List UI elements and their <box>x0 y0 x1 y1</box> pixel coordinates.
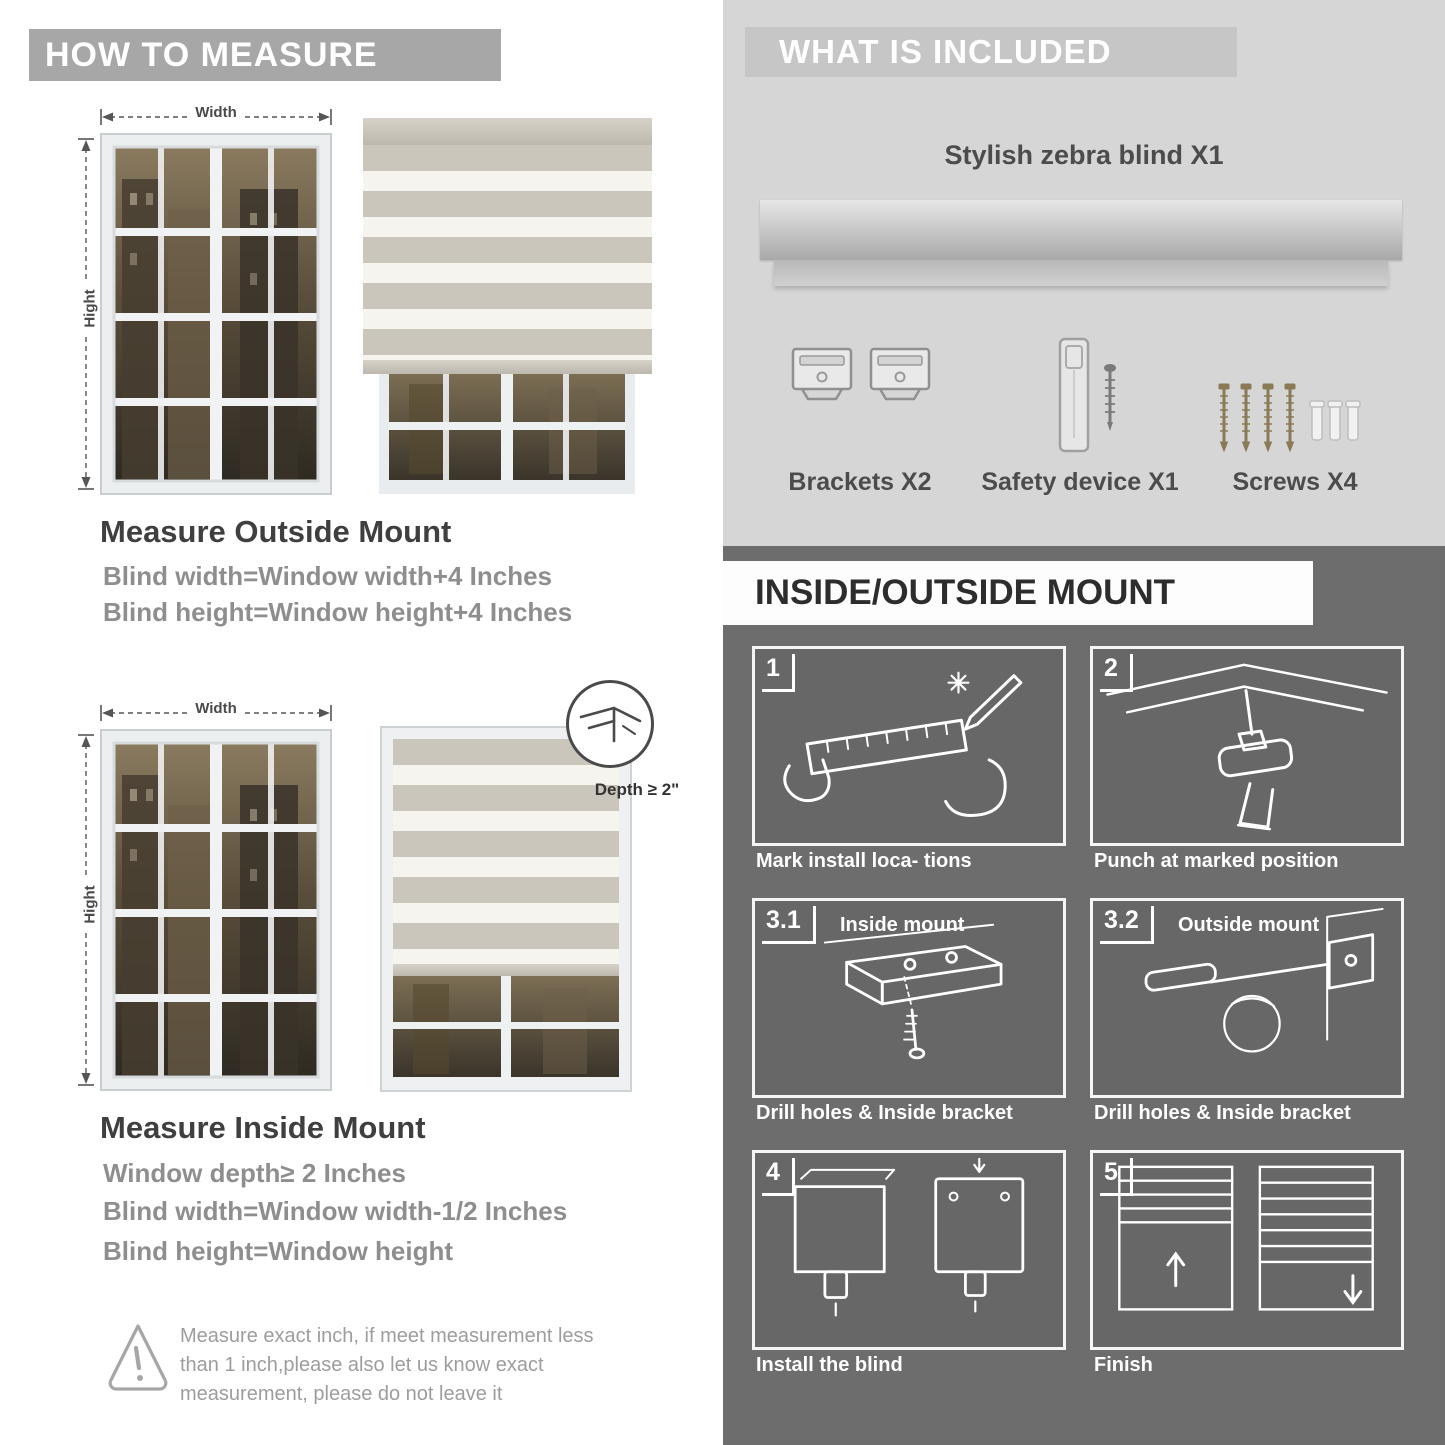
width-dimension-label: Width <box>188 700 244 717</box>
step-3-2-number: 3.2 <box>1100 906 1154 944</box>
width-dimension-label-wrap: Width <box>100 104 332 122</box>
window-below-blind-illustration <box>379 374 635 494</box>
step-1-number: 1 <box>762 654 795 692</box>
warning-triangle-icon <box>108 1324 168 1391</box>
step-3-1-caption: Drill holes & Inside bracket <box>756 1102 1013 1124</box>
width-dimension-arrow <box>100 109 332 125</box>
bottomrail-illustration <box>774 260 1388 286</box>
safety-device-label: Safety device X1 <box>981 468 1179 496</box>
step-3-1-cell <box>752 898 1066 1098</box>
step-2-number: 2 <box>1100 654 1133 692</box>
install-blind-icon <box>793 1157 1025 1317</box>
width-dimension-label: Width <box>188 104 244 121</box>
measure-outside-title: Measure Outside Mount <box>100 514 452 549</box>
blind-bottomrail-inside <box>393 964 619 976</box>
step-5-caption: Finish <box>1094 1354 1153 1376</box>
drill-punch-icon <box>1106 663 1388 831</box>
glass-below-blind <box>393 976 619 1077</box>
zebra-blind-inside <box>393 739 619 964</box>
step-3-2-caption: Drill holes & Inside bracket <box>1094 1102 1351 1124</box>
width-dimension-arrow <box>100 705 332 721</box>
step-3-1-number: 3.1 <box>762 906 816 944</box>
mark-locations-icon <box>783 671 1023 817</box>
blind-headrail-outside <box>363 118 652 145</box>
step-2-cell <box>1090 646 1404 846</box>
mount-steps-panel <box>723 546 1445 1445</box>
step-2-caption: Punch at marked position <box>1094 850 1339 872</box>
step-4-cell <box>752 1150 1066 1350</box>
safety-device-icon <box>1058 337 1116 453</box>
measure-inside-line2: Blind width=Window width-1/2 Inches <box>103 1196 568 1226</box>
blind-bottomrail-outside <box>363 360 652 374</box>
headrail-illustration <box>760 200 1402 260</box>
height-dimension-label: Hight <box>81 878 99 931</box>
window-illustration <box>100 133 332 495</box>
brackets-icon <box>790 346 932 404</box>
what-is-included-header: WHAT IS INCLUDED <box>745 27 1237 77</box>
measure-inside-title: Measure Inside Mount <box>100 1110 426 1145</box>
step-3-2-cell <box>1090 898 1404 1098</box>
width-dimension-label-wrap: Width <box>100 700 332 718</box>
step-5-cell <box>1090 1150 1404 1350</box>
measure-inside-line1: Window depth≥ 2 Inches <box>103 1158 406 1188</box>
depth-callout-label: Depth ≥ 2" <box>594 780 680 799</box>
screws-label: Screws X4 <box>1232 468 1358 496</box>
frame-corner-icon <box>579 706 642 743</box>
measure-inside-line3: Blind height=Window height <box>103 1236 453 1266</box>
window-illustration <box>100 729 332 1091</box>
product-name: Stylish zebra blind X1 <box>944 140 1224 170</box>
step-1-cell <box>752 646 1066 846</box>
step-4-number: 4 <box>762 1158 795 1196</box>
zebra-blind-outside <box>363 145 652 360</box>
outside-bracket-icon <box>1144 907 1384 1053</box>
measure-outside-line1: Blind width=Window width+4 Inches <box>103 561 552 591</box>
warning-text: Measure exact inch, if meet measurement … <box>180 1325 594 1405</box>
mount-section-header: INSIDE/OUTSIDE MOUNT <box>723 561 1313 625</box>
step-3-1-label: Inside mount <box>840 914 965 936</box>
finish-blinds-icon <box>1118 1165 1374 1311</box>
how-to-measure-header: HOW TO MEASURE <box>29 29 501 81</box>
inside-bracket-icon <box>823 923 1003 1060</box>
step-5-number: 5 <box>1100 1158 1133 1196</box>
measure-outside-line2: Blind height=Window height+4 Inches <box>103 597 573 627</box>
brackets-label: Brackets X2 <box>788 468 932 496</box>
screws-icon <box>1217 382 1361 453</box>
step-4-caption: Install the blind <box>756 1354 903 1376</box>
step-3-2-label: Outside mount <box>1178 914 1320 936</box>
inside-mount-window <box>380 726 632 1092</box>
depth-callout-circle <box>566 680 654 768</box>
height-dimension-label: Hight <box>81 282 99 335</box>
step-1-caption: Mark install loca- tions <box>756 850 972 872</box>
